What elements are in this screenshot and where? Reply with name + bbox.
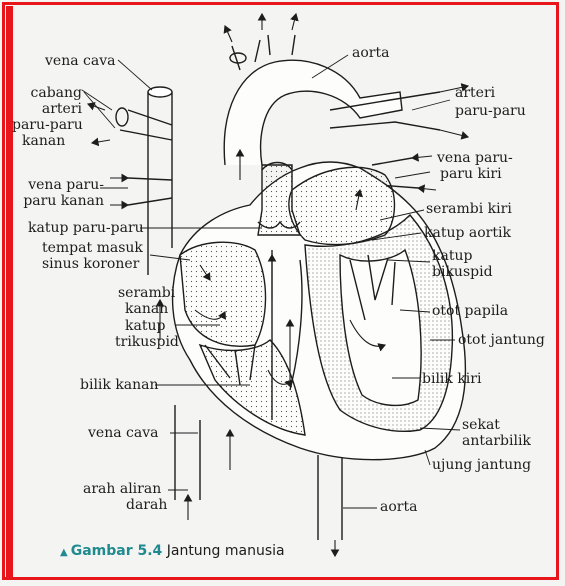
label-katup-paru-paru: katup paru-paru bbox=[28, 221, 144, 236]
label-arah-aliran-1: arah aliran bbox=[83, 482, 161, 497]
label-otot-jantung: otot jantung bbox=[458, 333, 545, 348]
label-vena-paru-right-1: vena paru- bbox=[437, 151, 513, 166]
label-arteri-right: arteri bbox=[455, 86, 495, 101]
label-cabang: cabang bbox=[30, 86, 82, 101]
label-katup-trikuspid-2: trikuspid bbox=[115, 335, 179, 350]
label-aorta-top: aorta bbox=[352, 46, 389, 61]
label-serambi-kanan-2: kanan bbox=[125, 302, 168, 317]
caption-text: Jantung manusia bbox=[167, 543, 285, 559]
label-tempat-masuk: tempat masuk bbox=[42, 241, 143, 256]
label-paru-paru-right: paru-paru bbox=[455, 104, 526, 119]
label-katup-bikuspid-1: katup bbox=[432, 249, 472, 264]
label-serambi-kiri: serambi kiri bbox=[426, 202, 512, 217]
figure-caption: ▲Gambar 5.4 Jantung manusia bbox=[60, 543, 285, 559]
label-kanan-left: kanan bbox=[22, 134, 65, 149]
label-paru-paru-left: paru-paru bbox=[12, 118, 83, 133]
label-vena-paru-left-2: paru kanan bbox=[12, 194, 104, 209]
label-arteri-left: arteri bbox=[30, 102, 82, 117]
label-arah-aliran-2: darah bbox=[126, 498, 167, 513]
label-sinus-koroner: sinus koroner bbox=[42, 257, 139, 272]
label-sekat-2: antarbilik bbox=[462, 434, 531, 449]
label-bilik-kiri: bilik kiri bbox=[422, 372, 481, 387]
label-vena-paru-right-2: paru kiri bbox=[440, 167, 502, 182]
label-bilik-kanan: bilik kanan bbox=[80, 378, 159, 393]
label-aorta-bottom: aorta bbox=[380, 500, 417, 515]
label-serambi-kanan-1: serambi bbox=[118, 286, 175, 301]
label-vena-paru-left-1: vena paru- bbox=[12, 178, 104, 193]
label-otot-papila: otot papila bbox=[432, 304, 508, 319]
label-katup-aortik: katup aortik bbox=[424, 226, 511, 241]
label-katup-trikuspid-1: katup bbox=[125, 319, 165, 334]
label-katup-bikuspid-2: bikuspid bbox=[432, 265, 493, 280]
caption-figure-number: Gambar 5.4 bbox=[71, 543, 163, 559]
label-sekat-1: sekat bbox=[462, 418, 500, 433]
label-vena-cava-bottom: vena cava bbox=[88, 426, 158, 441]
label-ujung-jantung: ujung jantung bbox=[432, 458, 531, 473]
caption-triangle-icon: ▲ bbox=[60, 547, 68, 558]
label-vena-cava-top: vena cava bbox=[45, 54, 115, 69]
